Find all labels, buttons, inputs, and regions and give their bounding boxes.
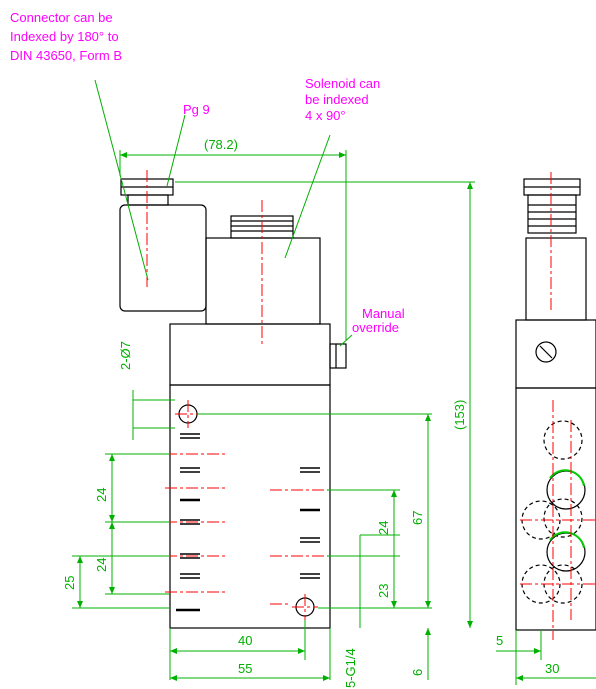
dim-port-23: 23 [376,584,391,598]
dim-pitch-25: 25 [62,576,77,590]
manual-note-line2: override [352,320,399,335]
connector-note-line2: Indexed by 180° to [10,29,119,44]
solenoid-coil [205,237,321,325]
connector-note-line3: DIN 43650, Form B [10,48,122,63]
side-body [515,387,596,631]
valve-body [169,384,331,629]
front-view [119,178,347,629]
dim-ports: 5-G1/4 [343,648,358,688]
port-marks-right [300,467,320,579]
dim-pitch-24-a: 24 [94,488,109,502]
dim-width-55: 55 [238,661,252,676]
dim-port-24: 24 [376,521,391,535]
centerlines-side [520,172,596,640]
dimension-labels: (78.2) (153) 2-Ø7 24 24 25 67 24 23 6 40… [62,137,559,688]
side-view [515,178,596,631]
side-nut [527,194,577,234]
solenoid-note-line3: 4 x 90° [305,108,346,123]
connector-neck [127,194,169,206]
annotations: Connector can be Indexed by 180° to DIN … [10,10,405,335]
dim-total-height: (153) [452,400,467,430]
pg-label: Pg 9 [183,102,210,117]
side-ports-dashed [521,420,583,604]
dim-port-6: 6 [410,669,425,676]
valve-housing [169,323,331,386]
dim-width-40: 40 [238,633,252,648]
side-coil [525,237,587,321]
dim-top-width: (78.2) [204,137,238,152]
side-port-seals [549,469,585,549]
port-marks-left [176,433,200,612]
dimension-lines [72,150,596,685]
dim-hole-dia: 2-Ø7 [118,341,133,370]
dim-port-67: 67 [410,511,425,525]
manual-override [329,343,347,369]
dim-pitch-24-b: 24 [94,558,109,572]
leader-lines [94,79,353,347]
dim-side-30: 30 [545,661,559,676]
connector-body [119,204,207,312]
side-override-dial [535,341,557,363]
dim-side-5: 5 [496,633,503,648]
centerlines-front [146,170,328,620]
manual-note-line1: Manual [362,306,405,321]
connector-note-line1: Connector can be [10,10,113,25]
solenoid-note-line1: Solenoid can [305,76,380,91]
solenoid-note-line2: be indexed [305,92,369,107]
